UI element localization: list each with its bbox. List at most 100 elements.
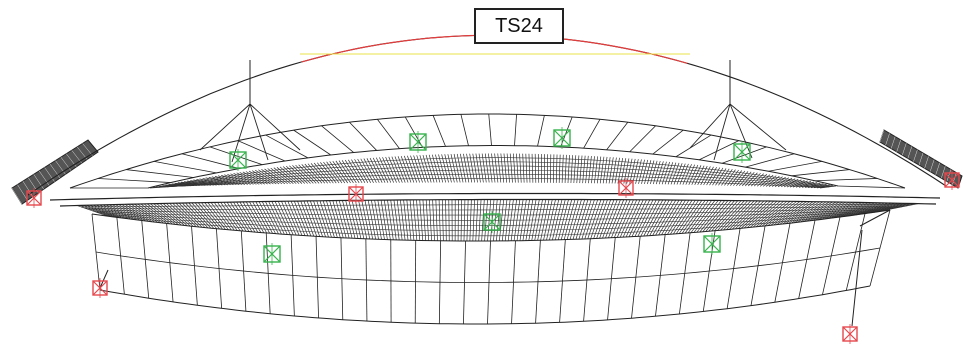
lower-hatched-band — [77, 199, 919, 242]
mesh-line — [323, 161, 340, 184]
mesh-line — [338, 160, 354, 184]
right-support-brace — [859, 209, 891, 227]
diagram-title: TS24 — [495, 14, 543, 37]
lower-grid-midline — [95, 247, 881, 283]
mesh-line — [472, 153, 478, 183]
mesh-line — [375, 157, 389, 183]
mesh-line — [614, 157, 620, 184]
mesh-line — [444, 154, 452, 183]
red-marker-icon — [92, 278, 108, 298]
mesh-line — [567, 154, 570, 183]
mesh-line — [519, 153, 522, 183]
mesh-line — [419, 155, 429, 183]
mesh-line — [475, 153, 481, 183]
mesh-line — [22, 181, 34, 197]
mesh-line — [304, 163, 323, 184]
grid-rib — [514, 114, 517, 146]
mesh-line — [478, 153, 484, 183]
grid-rib — [791, 169, 850, 177]
mesh-line — [673, 163, 683, 185]
mesh-line — [488, 153, 493, 183]
mesh-line — [298, 164, 317, 184]
mesh-line — [422, 154, 432, 183]
mesh-line — [369, 157, 383, 183]
mesh-line — [261, 169, 283, 185]
mesh-line — [158, 161, 832, 188]
grid-rib — [460, 114, 469, 146]
mesh-line — [441, 154, 449, 183]
mesh-line — [620, 158, 627, 184]
mesh-line — [491, 153, 496, 183]
hanger-cable — [199, 103, 251, 151]
mesh-line — [332, 160, 349, 184]
mesh-line — [167, 169, 827, 188]
mesh-line — [289, 165, 308, 184]
mesh-line — [709, 167, 721, 186]
mesh-line — [512, 153, 516, 183]
mesh-line — [721, 169, 733, 186]
structure-lines — [27, 34, 947, 327]
mesh-line — [682, 164, 692, 185]
mesh-line — [907, 146, 913, 159]
mesh-line — [33, 174, 44, 190]
mesh-line — [286, 165, 306, 184]
mesh-line — [391, 156, 403, 183]
mesh-line — [528, 153, 531, 183]
mesh-line — [650, 160, 658, 185]
mesh-line — [264, 168, 286, 185]
mesh-line — [558, 154, 561, 183]
mesh-line — [162, 165, 830, 188]
green-marker-icon — [229, 149, 247, 171]
deck-bottom-edge — [59, 198, 937, 207]
mesh-line — [273, 167, 294, 184]
hanger-cable — [689, 103, 731, 149]
mesh-line — [890, 136, 896, 149]
mesh-line — [700, 166, 711, 186]
mesh-line — [913, 149, 918, 162]
mesh-line — [703, 166, 714, 186]
mesh-line — [431, 154, 441, 183]
mesh-line — [326, 161, 343, 184]
mesh-line — [736, 171, 749, 186]
mesh-layer — [11, 129, 963, 242]
mesh-line — [516, 153, 519, 183]
mesh-line — [902, 143, 907, 156]
grid-rib — [488, 113, 492, 146]
mesh-line — [344, 159, 360, 184]
grid-rib — [321, 125, 354, 153]
upper-hatched-band — [149, 153, 837, 189]
mesh-line — [685, 164, 696, 185]
mesh-line — [38, 170, 50, 186]
left-hanger-cables — [199, 60, 301, 163]
mesh-line — [929, 159, 935, 172]
mesh-line — [739, 171, 752, 187]
mesh-line — [80, 204, 913, 208]
top-arch-line — [27, 34, 947, 196]
mesh-line — [573, 155, 577, 184]
mesh-line — [348, 159, 363, 184]
mesh-line — [661, 161, 670, 185]
mesh-line — [341, 160, 357, 184]
grid-rib — [837, 185, 906, 189]
mesh-line — [397, 156, 409, 183]
mesh-line — [531, 153, 534, 183]
mesh-line — [450, 154, 458, 183]
grid-rib — [537, 115, 545, 147]
mesh-line — [357, 158, 371, 183]
mesh-line — [629, 158, 636, 184]
grid-rib — [237, 140, 286, 162]
mesh-line — [49, 163, 61, 179]
mesh-line — [509, 153, 513, 183]
mesh-line — [602, 156, 608, 184]
mesh-line — [658, 161, 667, 185]
mesh-line — [292, 165, 311, 184]
grid-rib — [404, 116, 423, 148]
mesh-line — [623, 158, 630, 184]
mesh-line — [425, 154, 435, 183]
mesh-line — [632, 159, 639, 184]
mesh-line — [588, 156, 592, 184]
green-marker-icon — [733, 141, 751, 163]
mesh-line — [242, 171, 266, 185]
hanger-cable — [249, 103, 269, 161]
grid-rib — [745, 153, 795, 168]
